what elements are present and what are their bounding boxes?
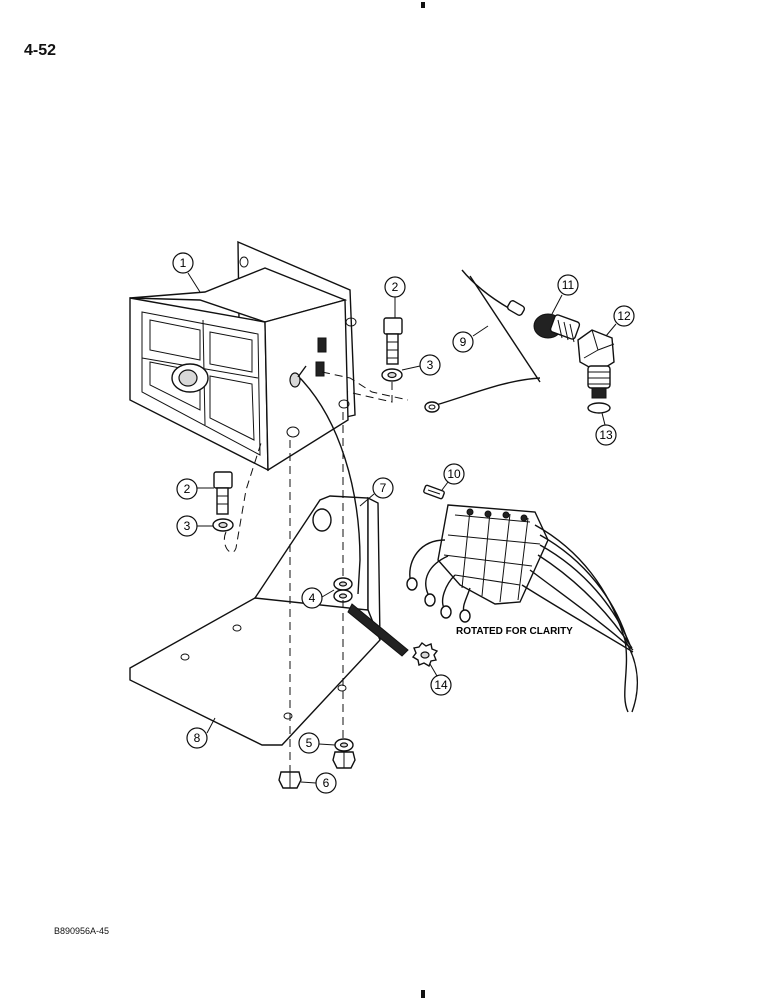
svg-text:10: 10 (447, 467, 461, 481)
svg-text:3: 3 (184, 519, 191, 533)
callout-12: 12 (605, 305, 635, 337)
star-washer (411, 642, 439, 668)
callout-11: 11 (551, 274, 579, 315)
svg-text:1: 1 (180, 256, 187, 270)
callout-1: 1 (172, 252, 201, 293)
bolt-left (213, 471, 233, 515)
svg-text:13: 13 (599, 428, 613, 442)
callout-4: 4 (301, 587, 335, 609)
washer-left (212, 518, 234, 532)
callout-13: 13 (595, 412, 617, 446)
svg-text:4: 4 (309, 591, 316, 605)
callout-8: 8 (186, 717, 216, 749)
callout-14: 14 (429, 663, 452, 696)
bottom-mark (421, 990, 425, 998)
callout-9: 9 (452, 325, 489, 353)
washer-top (381, 368, 403, 382)
rotated-note: ROTATED FOR CLARITY (456, 626, 573, 637)
svg-text:9: 9 (460, 335, 467, 349)
callout-7: 7 (359, 477, 394, 507)
svg-text:2: 2 (392, 280, 399, 294)
callout-2-top: 2 (384, 276, 406, 318)
svg-text:6: 6 (323, 776, 330, 790)
figure-code: B890956A-45 (54, 926, 110, 936)
callout-3-top: 3 (401, 354, 441, 376)
ground-wire (321, 371, 541, 413)
svg-text:14: 14 (434, 678, 448, 692)
washers-4 (333, 577, 353, 603)
callout-5: 5 (298, 732, 336, 754)
connector-assembly (406, 484, 639, 713)
callout-3-left: 3 (176, 515, 213, 537)
svg-text:12: 12 (617, 309, 631, 323)
harness-wire-end (347, 603, 409, 657)
svg-text:11: 11 (562, 278, 575, 292)
svg-text:2: 2 (184, 482, 191, 496)
svg-text:3: 3 (427, 358, 434, 372)
callout-2-left: 2 (176, 478, 214, 500)
svg-text:5: 5 (306, 736, 313, 750)
washers-5 (334, 738, 354, 752)
pressure-switch-assembly (461, 269, 615, 414)
lead-wire (299, 377, 361, 595)
svg-text:7: 7 (380, 481, 387, 495)
page-number: 4-52 (24, 42, 57, 59)
callout-6: 6 (300, 772, 337, 794)
callout-10: 10 (441, 463, 465, 491)
nuts-6 (278, 751, 356, 789)
backup-alarm (129, 240, 357, 472)
svg-text:8: 8 (194, 731, 201, 745)
bolt-top (383, 317, 403, 365)
top-mark (421, 2, 425, 8)
